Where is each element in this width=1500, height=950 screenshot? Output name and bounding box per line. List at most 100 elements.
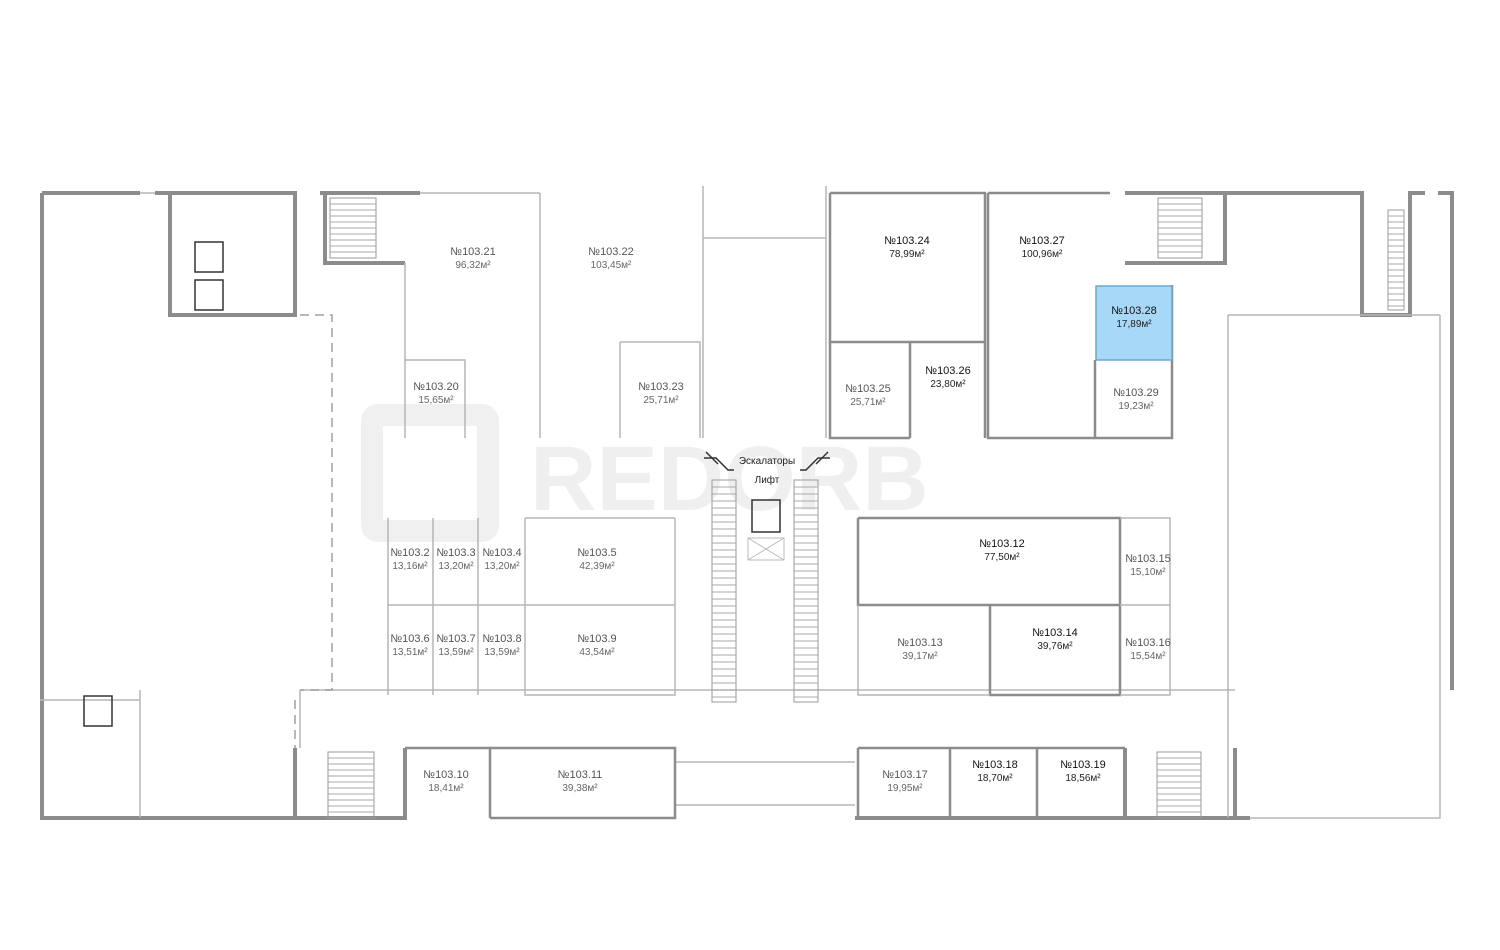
unit-103-13[interactable]: №103.13 39,17м² [897, 637, 942, 662]
unit-103-26[interactable]: №103.26 23,80м² [925, 365, 970, 390]
unit-103-28-highlight[interactable] [1095, 285, 1173, 361]
unit-103-15[interactable]: №103.15 15,10м² [1125, 553, 1170, 578]
lift-label: Лифт [755, 474, 780, 486]
unit-area: 42,39м² [579, 561, 615, 572]
unit-area: 18,70м² [977, 773, 1013, 784]
unit-number: №103.19 [1060, 759, 1105, 771]
escalator-icon-right [800, 451, 830, 471]
unit-area: 19,95м² [887, 783, 923, 794]
unit-number: №103.10 [423, 769, 468, 781]
lift-shaft-cross [747, 537, 785, 561]
unit-number: №103.29 [1113, 387, 1158, 399]
unit-103-29[interactable]: №103.29 19,23м² [1113, 387, 1158, 412]
unit-area: 43,54м² [579, 647, 615, 658]
unit-number: №103.15 [1125, 553, 1170, 565]
unit-number: №103.7 [436, 633, 475, 645]
unit-area: 96,32м² [455, 260, 491, 271]
unit-area: 25,71м² [850, 397, 886, 408]
unit-number: №103.17 [882, 769, 927, 781]
unit-103-8[interactable]: №103.8 13,59м² [482, 633, 521, 658]
unit-area: 18,41м² [428, 783, 464, 794]
unit-103-18[interactable]: №103.18 18,70м² [972, 759, 1017, 784]
unit-number: №103.26 [925, 365, 970, 377]
unit-area: 103,45м² [591, 260, 632, 271]
unit-103-12[interactable]: №103.12 77,50м² [979, 538, 1024, 563]
unit-number: №103.8 [482, 633, 521, 645]
unit-area: 17,89м² [1116, 319, 1152, 330]
escalator-icon-left [704, 451, 734, 471]
unit-number: №103.25 [845, 383, 890, 395]
unit-number: №103.21 [450, 246, 495, 258]
unit-number: №103.2 [390, 547, 429, 559]
watermark: REDORB [361, 404, 929, 542]
unit-103-19[interactable]: №103.19 18,56м² [1060, 759, 1105, 784]
unit-103-14[interactable]: №103.14 39,76м² [1032, 627, 1077, 652]
unit-area: 78,99м² [889, 249, 925, 260]
unit-number: №103.23 [638, 381, 683, 393]
unit-number: №103.3 [436, 547, 475, 559]
unit-area: 18,56м² [1065, 773, 1101, 784]
unit-area: 13,16м² [392, 561, 428, 572]
unit-number: №103.14 [1032, 627, 1077, 639]
unit-103-3[interactable]: №103.3 13,20м² [436, 547, 475, 572]
unit-number: №103.9 [577, 633, 616, 645]
unit-area: 100,96м² [1022, 249, 1063, 260]
unit-103-25[interactable]: №103.25 25,71м² [845, 383, 890, 408]
unit-103-6[interactable]: №103.6 13,51м² [390, 633, 429, 658]
unit-area: 39,76м² [1037, 641, 1073, 652]
unit-103-11[interactable]: №103.11 39,38м² [558, 769, 603, 794]
unit-number: №103.11 [558, 769, 603, 781]
lower-units [405, 746, 1125, 820]
right-block-thin [857, 517, 1171, 696]
unit-area: 15,54м² [1130, 651, 1166, 662]
unit-number: №103.12 [979, 538, 1024, 550]
unit-103-22[interactable]: №103.22 103,45м² [588, 246, 633, 271]
unit-area: 39,38м² [562, 783, 598, 794]
lift-icons [83, 241, 781, 727]
unit-103-28[interactable]: №103.28 17,89м² [1111, 305, 1156, 330]
unit-number: №103.22 [588, 246, 633, 258]
unit-area: 13,59м² [438, 647, 474, 658]
unit-103-4[interactable]: №103.4 13,20м² [482, 547, 521, 572]
unit-labels: №103.213,16м²№103.313,20м²№103.413,20м²№… [390, 235, 1170, 794]
unit-number: №103.13 [897, 637, 942, 649]
unit-103-9[interactable]: №103.9 43,54м² [577, 633, 616, 658]
interior-lines [40, 186, 1441, 819]
unit-103-5[interactable]: №103.5 42,39м² [577, 547, 616, 572]
unit-103-23[interactable]: №103.23 25,71м² [638, 381, 683, 406]
unit-area: 77,50м² [984, 552, 1020, 563]
stair-treads [328, 203, 1404, 813]
unit-103-27[interactable]: №103.27 100,96м² [1019, 235, 1064, 260]
unit-number: №103.5 [577, 547, 616, 559]
unit-103-21[interactable]: №103.21 96,32м² [450, 246, 495, 271]
unit-number: №103.16 [1125, 637, 1170, 649]
unit-area: 23,80м² [930, 379, 966, 390]
unit-number: №103.4 [482, 547, 521, 559]
unit-area: 15,10м² [1130, 567, 1166, 578]
unit-number: №103.18 [972, 759, 1017, 771]
unit-number: №103.20 [413, 381, 458, 393]
unit-number: №103.24 [884, 235, 929, 247]
upper-units-walls [828, 191, 1174, 440]
unit-103-24[interactable]: №103.24 78,99м² [884, 235, 929, 260]
unit-number: №103.27 [1019, 235, 1064, 247]
unit-103-2[interactable]: №103.2 13,16м² [390, 547, 429, 572]
unit-area: 13,59м² [484, 647, 520, 658]
left-block-grid [387, 517, 676, 696]
unit-area: 25,71м² [643, 395, 679, 406]
watermark-text: REDORB [530, 428, 929, 530]
unit-area: 19,23м² [1118, 401, 1154, 412]
unit-area: 13,51м² [392, 647, 428, 658]
unit-103-7[interactable]: №103.7 13,59м² [436, 633, 475, 658]
unit-103-17[interactable]: №103.17 19,95м² [882, 769, 927, 794]
unit-103-10[interactable]: №103.10 18,41м² [423, 769, 468, 794]
unit-area: 39,17м² [902, 651, 938, 662]
unit-103-16[interactable]: №103.16 15,54м² [1125, 637, 1170, 662]
unit-area: 13,20м² [438, 561, 474, 572]
unit-area: 13,20м² [484, 561, 520, 572]
dashed-partition [300, 314, 333, 691]
unit-number: №103.6 [390, 633, 429, 645]
unit-number: №103.28 [1111, 305, 1156, 317]
